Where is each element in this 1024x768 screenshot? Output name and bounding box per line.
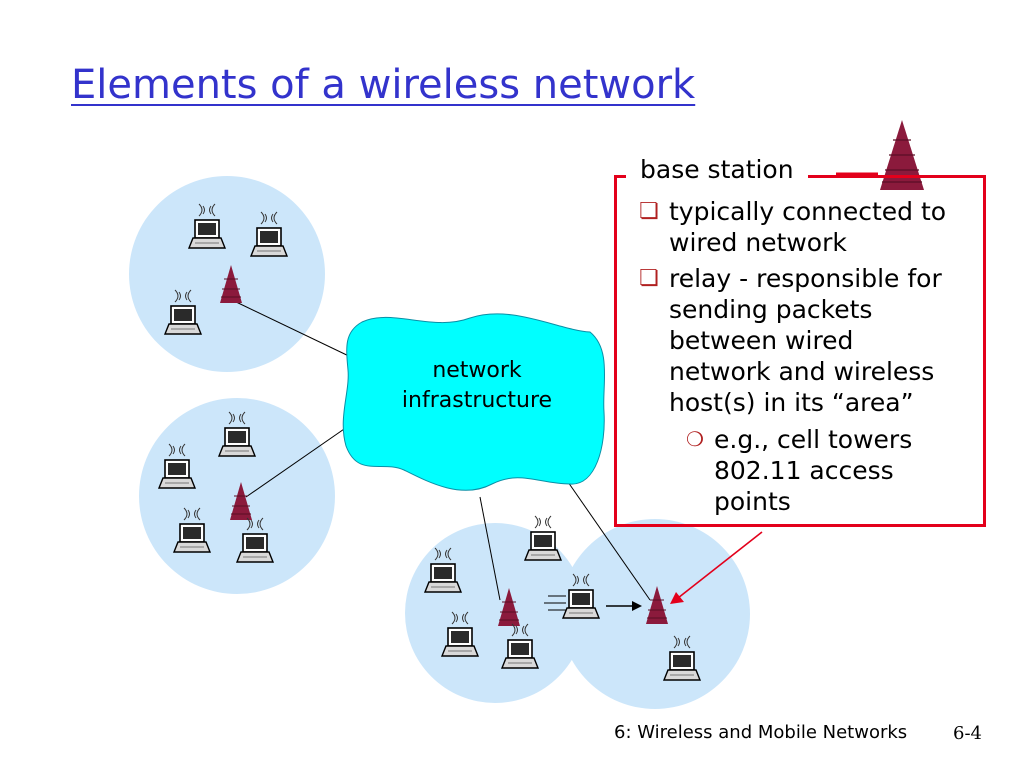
bullet-box-icon: ❏	[639, 199, 659, 224]
callout-pointer-arrow	[670, 531, 763, 604]
wired-link-4	[567, 481, 651, 601]
wired-link-2	[245, 417, 361, 498]
bullet-circle-icon: ❍	[686, 427, 704, 451]
callout-sub-bullet-text: e.g., cell towers 802.11 access points	[714, 425, 913, 516]
callout-bullet-text: relay - responsible for sending packets …	[669, 264, 942, 417]
callout-bullet-2: ❏ relay - responsible for sending packet…	[639, 263, 961, 418]
bullet-box-icon: ❏	[639, 266, 659, 291]
coverage-area-3	[405, 523, 585, 703]
callout-bullet-1: ❏ typically connected to wired network	[639, 196, 969, 258]
wired-link-3	[479, 496, 501, 601]
movement-arrow	[606, 601, 642, 611]
page-number: 6-4	[953, 723, 982, 744]
laptop-icon	[524, 515, 562, 561]
base-station-large-icon	[880, 120, 924, 190]
motion-lines	[544, 595, 566, 611]
callout-sub-bullet-1: ❍ e.g., cell towers 802.11 access points	[686, 424, 954, 517]
callout-bullet-text: typically connected to wired network	[669, 197, 947, 257]
slide-footer: 6: Wireless and Mobile Networks	[614, 722, 908, 743]
coverage-area-1	[129, 176, 325, 372]
slide-title: Elements of a wireless network	[71, 62, 696, 108]
network-cloud	[342, 313, 606, 491]
network-infrastructure-label: network infrastructure	[401, 358, 553, 413]
callout-heading: base station	[626, 155, 808, 184]
